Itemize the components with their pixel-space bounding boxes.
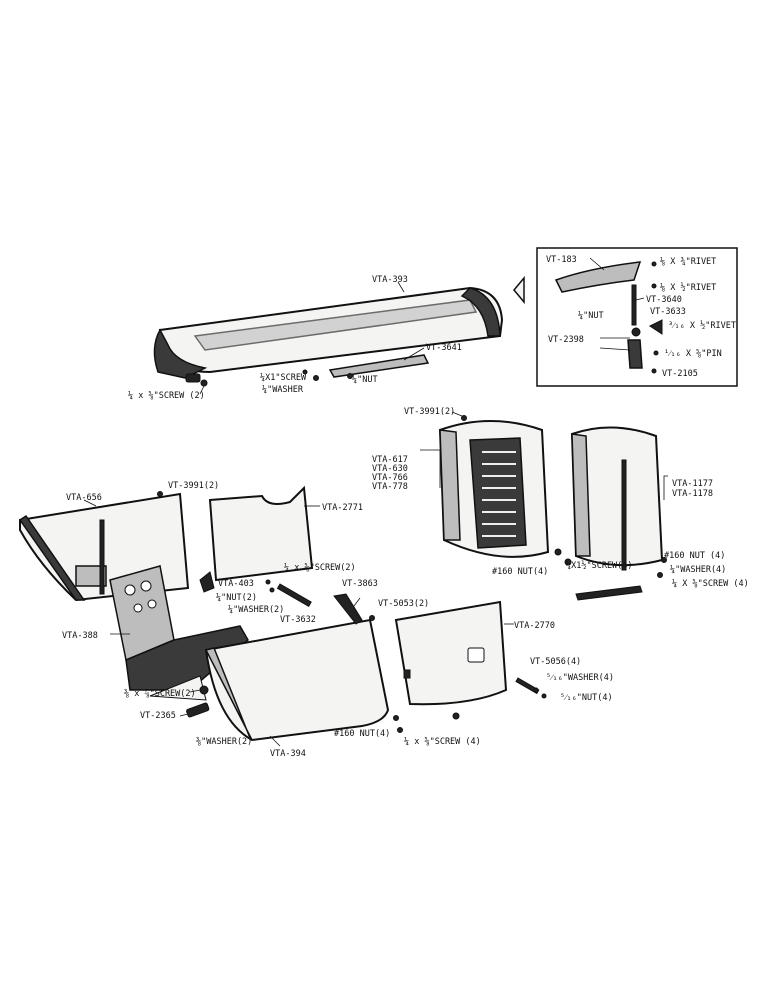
label-washer-q2: ¼"WASHER(2) (228, 605, 284, 615)
label-vt-2365: VT-2365 (140, 711, 176, 721)
label-screw-38-78: ⅜ x ⅞"SCREW(2) (124, 689, 196, 699)
label-vt-3632: VT-3632 (280, 615, 316, 625)
small-parts (157, 415, 547, 733)
label-inset-rivet-1: ⅛ X ¾"RIVET (660, 257, 716, 267)
label-washer-38: ⅜"WASHER(2) (196, 737, 252, 747)
label-vt-3991-top: VT-3991(2) (404, 407, 455, 417)
label-washer-516: ⁵⁄₁₆"WASHER(4) (546, 673, 614, 683)
label-vt-3991-left: VT-3991(2) (168, 481, 219, 491)
label-inset-vt-2105: VT-2105 (662, 369, 698, 379)
inset-pointer-arrow (513, 275, 525, 305)
label-nut-160-4c: #160 NUT(4) (334, 729, 390, 739)
bracket-vta-388 (109, 565, 249, 701)
panel-vta-2771 (208, 485, 314, 582)
label-nut-160-4b: #160 NUT (4) (664, 551, 725, 561)
label-inset-vt-183: VT-183 (546, 255, 577, 265)
label-vt-3863: VT-3863 (342, 579, 378, 589)
label-vt-5053: VT-5053(2) (378, 599, 429, 609)
pan-vta-394 (204, 618, 390, 742)
label-vta-1178: VTA-1178 (672, 489, 713, 499)
label-inset-vt-3640: VT-3640 (646, 295, 682, 305)
label-screw-q58-2b: ¼ x ⅝"SCREW(2) (284, 563, 356, 573)
label-vta-394: VTA-394 (270, 749, 306, 759)
label-vta-617: VTA-617 (372, 455, 408, 465)
radiator-screen-vta-1177 (570, 426, 667, 601)
bar-vt-3641 (328, 354, 430, 378)
door-panel-vta-2770 (394, 600, 508, 706)
label-washer-quarter: ¼"WASHER (262, 385, 304, 395)
label-inset-nut: ¼"NUT (578, 311, 604, 321)
label-vta-630: VTA-630 (372, 464, 408, 474)
label-vt-5056: VT-5056(4) (530, 657, 581, 667)
label-inset-rivet-2: ⅛ X ½"RIVET (660, 282, 716, 293)
label-inset-pin: ¹⁄₁₆ X ⅝"PIN (664, 349, 722, 359)
label-vta-403: VTA-403 (218, 579, 254, 589)
label-inset-rivet-3: ³⁄₁₆ X ½"RIVET (668, 320, 736, 331)
label-vta-2771: VTA-2771 (322, 503, 363, 513)
label-inset-vt-2398: VT-2398 (548, 335, 584, 345)
label-vta-388: VTA-388 (62, 631, 98, 641)
label-vta-393: VTA-393 (372, 275, 408, 285)
label-screw-q1-4: ¼X1½"SCREW(4) (566, 560, 633, 571)
label-vta-656: VTA-656 (66, 493, 102, 503)
radiator-shell-vta-617 (438, 420, 572, 566)
label-vta-766: VTA-766 (372, 473, 408, 483)
label-vt-3641: VT-3641 (426, 343, 462, 353)
label-nut-160-4a: #160 NUT(4) (492, 567, 548, 577)
label-washer-q4: ¼"WASHER(4) (670, 565, 726, 575)
part-labels: VTA-393 VT-3641 ¼X1"SCREW ¼"WASHER ¼"NUT… (62, 255, 749, 759)
label-screw-1x1: ¼X1"SCREW (260, 373, 307, 383)
leader-lines (83, 257, 668, 747)
label-screw-q58-4b: ¼ x ⅝"SCREW (4) (404, 737, 481, 747)
label-nut-q2: ¼"NUT(2) (216, 593, 257, 603)
label-screw-q58-2: ¼ x ⅝"SCREW (2) (128, 391, 205, 401)
hood-vta-393 (153, 286, 504, 383)
inset-box (536, 247, 738, 387)
hood-fasteners (200, 369, 353, 387)
label-nut-516: ⁵⁄₁₆"NUT(4) (560, 693, 613, 703)
label-vta-2770: VTA-2770 (514, 621, 555, 631)
label-screw-q58-4: ¼ X ⅝"SCREW (4) (672, 579, 749, 589)
label-nut-quarter: ¼"NUT (352, 375, 378, 385)
label-inset-vt-3633: VT-3633 (650, 307, 686, 317)
label-vta-778: VTA-778 (372, 482, 408, 492)
label-vta-1177: VTA-1177 (672, 479, 713, 489)
